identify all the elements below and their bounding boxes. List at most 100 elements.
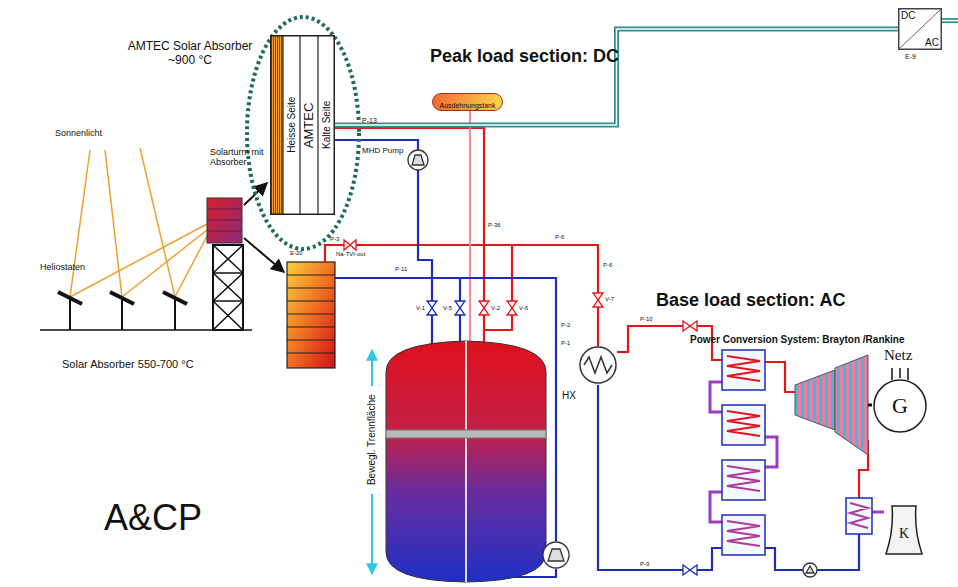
valve-symbol <box>593 293 603 307</box>
cold-pipe <box>598 385 722 570</box>
pipe-id: P-1 <box>561 340 570 347</box>
expansion-tank: Ausdehnungstank <box>432 93 503 111</box>
hot-side-stripes <box>281 35 282 215</box>
cold-pipe <box>817 534 859 570</box>
hot-side-stripes <box>279 35 280 215</box>
pump-label: MHD Pump <box>362 146 403 155</box>
solar-tower <box>213 245 243 330</box>
pipe-id: P-6 <box>555 234 564 241</box>
hot-pipe <box>765 362 795 392</box>
pump-symbol <box>806 566 814 573</box>
expansion-tank-text: Ausdehnungstank <box>439 98 495 114</box>
hot-side-stripes <box>273 35 274 215</box>
pump-symbol <box>548 549 564 561</box>
working-fluid-loop <box>872 511 884 514</box>
solar-tower <box>207 198 243 330</box>
heat-exchanger-symbol <box>722 460 765 500</box>
turbine-symbol <box>795 370 835 430</box>
pipe-id: P-3 <box>330 236 339 243</box>
heliostat-symbol <box>121 299 123 330</box>
solar-absorber <box>287 353 335 354</box>
turbine-symbol <box>795 355 872 455</box>
pipe-id: P-2 <box>561 322 570 329</box>
expansion-pipe <box>469 111 471 355</box>
amtec-converter: Heisse Seite AMTEC Kalte Seite <box>270 35 335 215</box>
heat-exchanger-circle <box>580 347 616 383</box>
pump-symbol <box>412 155 424 165</box>
grid-line <box>891 368 893 380</box>
boundary-ellipse <box>247 17 359 249</box>
dc-line <box>942 18 958 23</box>
valve-id: V-1 <box>416 305 425 312</box>
valve-id: V-6 <box>519 305 528 312</box>
grid-line <box>892 368 908 380</box>
turbine-symbol <box>868 404 872 407</box>
solar-tower <box>213 300 243 302</box>
amtec-converter-text: AMTEC <box>302 40 317 210</box>
sun-ray <box>140 148 175 297</box>
pipe-id: P-10 <box>640 316 653 323</box>
solar-tower <box>207 198 242 243</box>
system-heading: Power Conversion System: Brayton /Rankin… <box>690 334 905 346</box>
cell-divider <box>299 35 300 215</box>
storage-tank <box>386 341 546 582</box>
valve-id: Na-TVI-out <box>336 251 365 258</box>
heat-exchanger-symbol <box>727 411 760 436</box>
dc-power-line <box>335 29 898 125</box>
partition-arrow <box>371 494 373 574</box>
valve-symbol <box>683 321 697 331</box>
valve-symbol <box>479 301 489 315</box>
amtec-converter-text: Kalte Seite <box>321 40 333 210</box>
generator-circle-text: G <box>872 378 928 434</box>
grid-line <box>907 368 909 380</box>
dc-line <box>942 20 958 22</box>
heliostat-symbol <box>69 299 71 330</box>
section-heading: Peak load section: DC <box>430 46 619 67</box>
heat-exchanger-symbol <box>722 350 872 555</box>
pipe-id: P-9 <box>640 561 649 568</box>
solar-tower <box>213 301 243 330</box>
heliostat-symbol <box>174 299 176 330</box>
component-id: E-9 <box>905 53 916 61</box>
grid-line <box>899 368 901 378</box>
component-id: E-20 <box>290 250 303 257</box>
pump-symbol <box>408 150 428 170</box>
inverter-border <box>899 9 942 50</box>
storage-tank <box>465 341 467 582</box>
partition-arrow <box>371 350 373 386</box>
inverter-box-text: AC <box>925 37 939 49</box>
working-fluid-loop <box>710 382 722 412</box>
grid-label: Netz <box>884 347 912 364</box>
valve-symbol <box>427 301 437 315</box>
heat-exchanger-symbol <box>850 503 868 528</box>
valve-id: V-2 <box>491 305 500 312</box>
pipe-id: P-13 <box>362 117 377 125</box>
solar-absorber <box>287 262 335 368</box>
cooling-tower-text: K <box>880 526 928 542</box>
solar-tower <box>213 245 243 273</box>
solar-tower <box>213 273 243 301</box>
section-heading: Base load section: AC <box>656 290 845 311</box>
solar-absorber <box>287 314 335 315</box>
solar-tower <box>213 245 243 273</box>
inverter-box-text: DC <box>901 10 915 22</box>
valve-symbol <box>455 301 465 315</box>
hot-pipe <box>335 128 484 355</box>
solar-tower <box>213 272 243 274</box>
amtec-border <box>271 36 335 215</box>
solar-tower <box>207 209 242 210</box>
sun-ray <box>70 148 207 297</box>
cell-divider <box>317 35 318 215</box>
dc-line <box>942 20 958 21</box>
pipe-id: P-11 <box>395 266 407 273</box>
hot-side-stripes <box>277 35 278 215</box>
heat-exchanger-symbol <box>727 466 760 491</box>
component-caption: AMTEC Solar Absorber ~900 °C <box>120 40 260 68</box>
boundary-ellipse <box>247 17 359 249</box>
pointer-arrow <box>244 238 284 272</box>
amtec-converter-text: Heisse Seite <box>286 40 298 210</box>
valve-symbol <box>344 240 697 575</box>
partition-label: Bewegl. Trennfläche <box>366 385 378 495</box>
cooling-tower: K <box>880 500 928 555</box>
logo-text: A&CP <box>104 497 202 538</box>
